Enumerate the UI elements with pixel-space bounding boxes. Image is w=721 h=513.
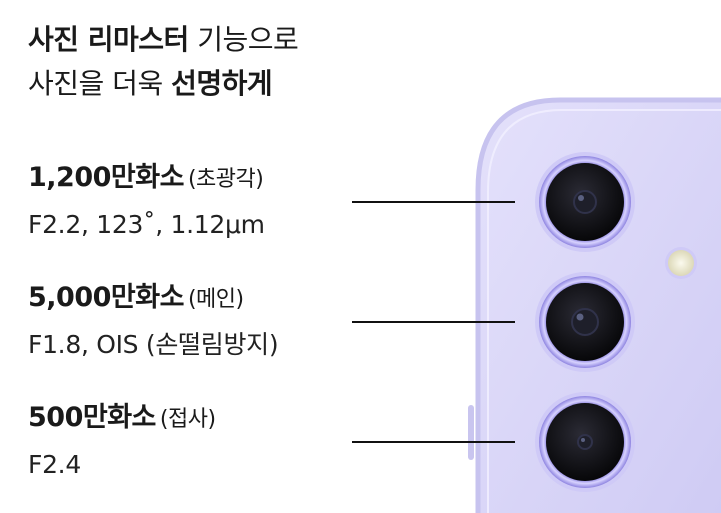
side-button [468,405,474,460]
lens-macro [535,392,635,492]
lens-main [535,272,635,372]
spec-lens-type: (접사) [159,407,216,432]
spec-macro: 500만화소(접사) F2.4 [28,400,216,482]
spec-ultrawide: 1,200만화소(초광각) F2.2, 123˚, 1.12μm [28,160,265,242]
headline-regular-1: 기능으로 [188,23,299,56]
spec-resolution: 1,200만화소 [28,162,184,193]
lens-ultrawide [535,152,635,252]
headline-line-2: 사진을 더욱 선명하게 [28,62,298,106]
flash [665,247,697,279]
headline-bold-1: 사진 리마스터 [28,23,189,56]
headline-line-1: 사진 리마스터 기능으로 [28,18,299,62]
spec-title: 500만화소(접사) [28,400,216,438]
spec-title: 1,200만화소(초광각) [28,160,265,198]
spec-detail: F2.2, 123˚, 1.12μm [28,210,265,239]
headline: 사진 리마스터 기능으로 사진을 더욱 선명하게 [28,18,299,106]
spec-title: 5,000만화소(메인) [28,280,278,318]
spec-lens-type: (메인) [187,287,244,312]
spec-lens-type: (초광각) [187,167,264,192]
phone-body [478,100,721,513]
spec-detail: F2.4 [28,450,81,479]
spec-resolution: 500만화소 [28,402,156,433]
spec-detail: F1.8, OIS (손떨림방지) [28,330,279,359]
phone-edge [475,97,721,513]
spec-main: 5,000만화소(메인) F1.8, OIS (손떨림방지) [28,280,279,362]
headline-regular-2: 사진을 더욱 [28,67,172,100]
spec-resolution: 5,000만화소 [28,282,184,313]
headline-bold-2: 선명하게 [171,67,273,100]
